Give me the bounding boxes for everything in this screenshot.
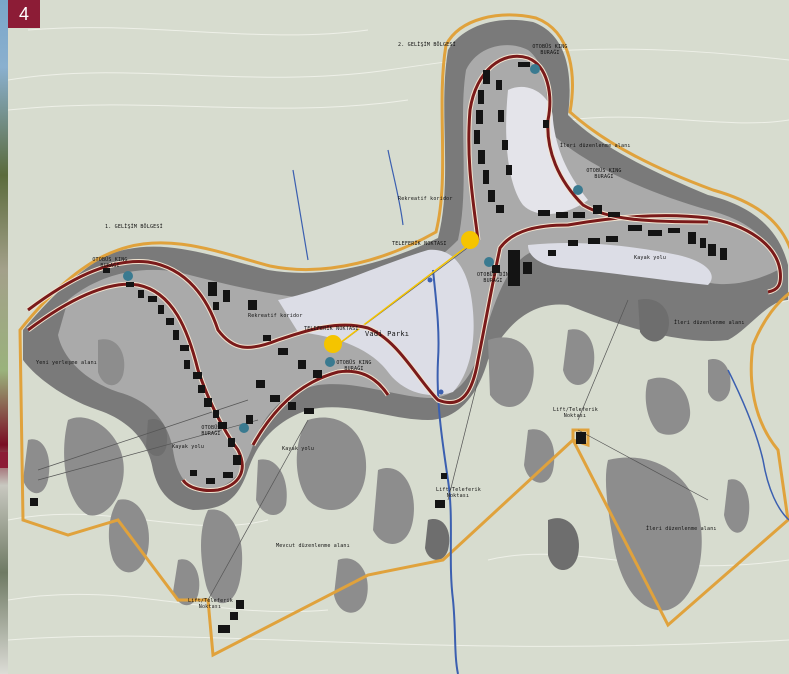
master-plan-map: 4 2. GELİŞİM BÖLGESİ 1. GELİŞİM BÖLGESİ … — [8, 0, 789, 674]
label-kayak-yolu-1: Kayak yolu — [634, 255, 667, 261]
stream-top — [387, 149, 404, 226]
stream-right — [727, 369, 789, 521]
label-yeni-yerlesme: Yeni yerleşme alanı — [36, 360, 97, 366]
label-bus-stop-mid: OTOBÜS KING BURAĞI — [336, 360, 372, 372]
forest-patches — [23, 329, 750, 613]
bus-stop-markers — [123, 64, 583, 433]
label-ileri-3: İleri düzenlenme alanı — [646, 526, 717, 532]
right-park — [528, 243, 712, 285]
valley-park — [278, 249, 474, 396]
label-rekreatif-left: Rekreatif koridor — [248, 313, 303, 319]
teleferik-station-markers — [324, 231, 479, 353]
label-rekreatif-top: Rekreatif koridor — [398, 196, 453, 202]
label-ileri-2: İleri düzenlenme alanı — [674, 320, 745, 326]
label-bus-stop-top: OTOBÜS KING BURAĞI — [532, 44, 568, 56]
label-mevcut: Mevcut düzenlenme alanı — [276, 543, 350, 549]
side-color-mark — [0, 452, 10, 468]
stream-left — [292, 169, 309, 261]
label-lift-1: Lift/Teleferik Noktası — [553, 407, 598, 419]
site-boundary — [18, 13, 789, 658]
map-canvas — [8, 0, 789, 674]
river — [432, 269, 459, 674]
label-kayak-yolu-3: Kayak yolu — [282, 446, 315, 452]
label-lift-2: Lift/Teleferik Noktası — [436, 487, 481, 499]
development-zone-mid — [58, 45, 778, 491]
label-vadi-parki: Vadi Parkı — [365, 330, 410, 338]
adjacent-photo-strip — [0, 0, 8, 674]
label-bus-stop-left: OTOBÜS KING BURAĞI — [92, 257, 128, 269]
label-ileri-1: İleri düzenlenme alanı — [560, 143, 631, 149]
label-teleferik-2: TELEFERİK NOKTASI — [304, 326, 359, 332]
buildings — [30, 62, 727, 633]
label-zone-2: 2. GELİŞİM BÖLGESİ — [398, 42, 456, 48]
river-point-markers — [427, 277, 444, 395]
label-zone-1: 1. GELİŞİM BÖLGESİ — [105, 224, 163, 230]
label-bus-stop-right: OTOBÜS KING BURAĞI — [586, 168, 622, 180]
label-teleferik-1: TELEFERİK NOKTASI — [392, 241, 447, 247]
label-kayak-yolu-2: Kayak yolu — [172, 444, 205, 450]
label-bus-stop-center: OTOBÜS DİN BURAĞI — [476, 272, 510, 284]
label-lift-3: Lift/Teleferik Noktası — [188, 598, 233, 610]
page-number-badge: 4 — [8, 0, 40, 28]
forest-patches-dark — [146, 299, 669, 570]
main-road — [27, 214, 782, 492]
label-bus-stop-lower: OTOBÜS BURAĞI — [201, 425, 221, 437]
